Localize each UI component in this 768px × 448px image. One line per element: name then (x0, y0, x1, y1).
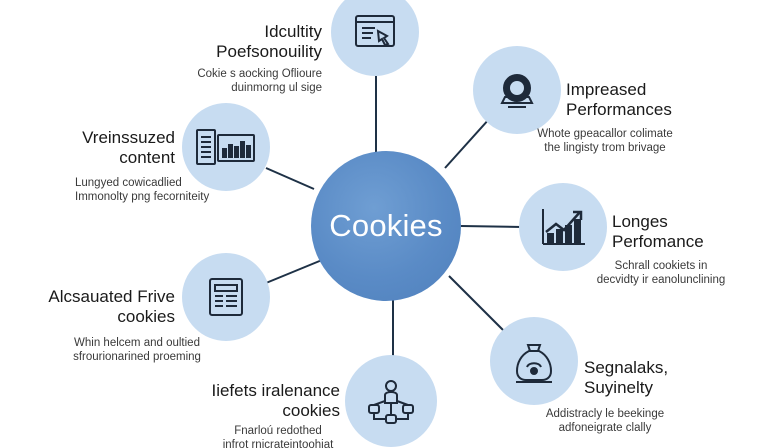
desc-lower-right: Addistracly le beekinge adfoneigrate cla… (545, 408, 665, 434)
label-left: Vreinssuzed content (20, 128, 175, 168)
label-lower-left: Alcsauated Frive cookies (20, 287, 175, 327)
desc-lower-left: Whin helcem and oultied sfrourionarined … (73, 337, 201, 363)
desc-bottom: Fnarloú redothed infrot rnicrateintoohia… (222, 425, 334, 448)
dashboard-chart-icon (196, 129, 255, 165)
dashboard-chart-node (182, 103, 270, 191)
label-right: Longes Perfomance (612, 212, 752, 252)
weight-sack-node (490, 317, 578, 405)
label-bottom: Iiefets iralenance cookies (180, 381, 340, 421)
helmet-node (473, 46, 561, 134)
label-lower-right: Segnalaks, Suyinelty (584, 358, 744, 398)
title-left: Vreinssuzed content (82, 128, 175, 167)
title-bottom: Iiefets iralenance cookies (211, 381, 340, 420)
connector-lower-right (448, 275, 504, 331)
title-upper-right: Impreased Performances (566, 80, 672, 119)
connector-upper-right (444, 117, 491, 169)
desc-upper-right: Whote gpeacallor colimate the lingisty t… (537, 128, 673, 154)
document-list-node (182, 253, 270, 341)
label-top: Idcultity Poefsonouility Cokie s aocking… (160, 22, 322, 95)
cookies-hub: Cookies (311, 151, 461, 301)
browser-window-icon (355, 15, 395, 47)
label-upper-right: Impreased Performances (566, 80, 756, 120)
connector-left (265, 167, 315, 190)
title-top: Idcultity Poefsonouility (216, 22, 322, 61)
helmet-icon (500, 74, 534, 108)
trend-chart-node (519, 183, 607, 271)
connector-lower-left (265, 259, 323, 284)
title-lower-left: Alcsauated Frive cookies (48, 287, 175, 326)
browser-window-node (331, 0, 419, 76)
desc-left: Lungyed cowicadlied Immonolty png fecorn… (75, 177, 210, 203)
desc-right: Schrall cookiets in decvidty ir eanolunc… (596, 260, 726, 286)
hub-label: Cookies (329, 208, 443, 243)
network-icon (368, 380, 414, 424)
title-lower-right: Segnalaks, Suyinelty (584, 358, 669, 397)
desc-top: Cokie s aocking Oflioure duinmorng ul si… (197, 68, 322, 94)
network-node (345, 355, 437, 447)
connector-right (460, 225, 523, 228)
weight-sack-icon (515, 344, 553, 383)
title-right: Longes Perfomance (612, 212, 704, 251)
document-list-icon (209, 278, 243, 316)
trend-chart-icon (542, 209, 585, 245)
